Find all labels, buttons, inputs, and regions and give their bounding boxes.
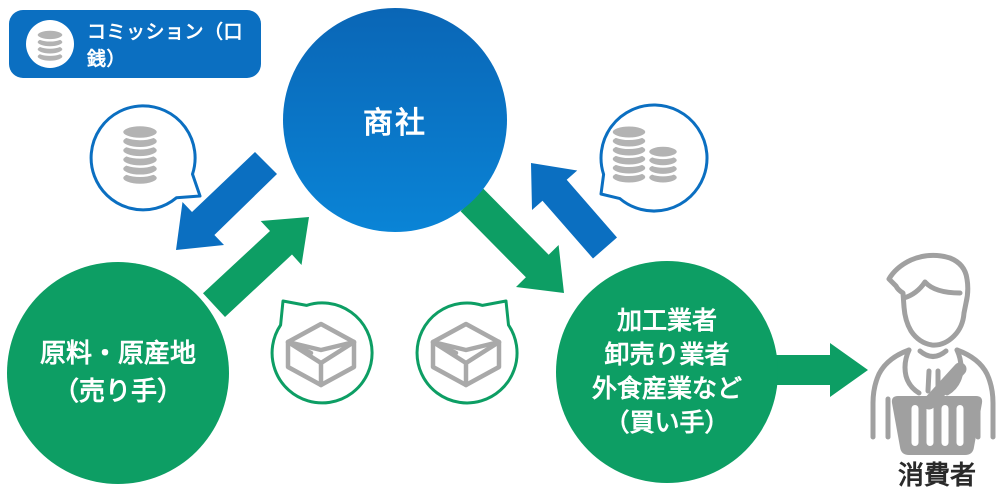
seller-label-line1: 原料・原産地 [39, 338, 196, 369]
basket-slot [941, 405, 949, 446]
basket-slot [926, 405, 934, 446]
package-box-icon [285, 321, 357, 388]
buyer-label-line3: 外食産業など [591, 375, 742, 403]
coin-stack-icon [26, 20, 74, 68]
node-trading-company: 商社 [283, 8, 507, 232]
package-box-icon [430, 321, 502, 388]
hairline [901, 279, 963, 301]
hood-collar-left [902, 347, 922, 396]
trading-company-label: 商社 [363, 107, 427, 140]
person-with-basket-icon [870, 252, 996, 455]
consumer-label: 消費者 [897, 460, 976, 488]
buyer-label-line2: 卸売り業者 [604, 341, 730, 369]
seller-label-line2: （売り手） [52, 376, 183, 406]
person-forearm [922, 362, 967, 410]
goods-bubble-left [270, 299, 374, 405]
arrow-commission-trader-to-seller [176, 152, 277, 250]
node-buyer: 加工業者 卸売り業者 外食産業など （買い手） [556, 261, 778, 483]
arrow-buyer-to-consumer [763, 343, 868, 397]
buyer-label-line1: 加工業者 [616, 307, 717, 335]
arrow-commission-buyer-to-trader [531, 163, 617, 259]
person-head [886, 252, 971, 348]
coin-stack-icon [120, 123, 160, 187]
person-right-shoulder [954, 347, 996, 440]
goods-bubble-right [415, 299, 519, 405]
buyer-label-line4: （買い手） [604, 409, 730, 437]
commission-badge: コミッション（口銭） [9, 10, 261, 78]
commission-bubble-right [599, 103, 709, 213]
arrow-goods-seller-to-trader [203, 217, 309, 317]
double-coin-stack-icon [610, 123, 680, 186]
person-left-shoulder [870, 347, 912, 440]
shopping-basket [891, 396, 983, 455]
node-seller: 原料・原産地 （売り手） [7, 262, 229, 484]
commission-bubble-left [89, 104, 202, 212]
commission-badge-label: コミッション（口銭） [87, 22, 244, 70]
basket-slot [911, 405, 919, 446]
basket-slot [956, 405, 964, 446]
neckline [917, 348, 949, 359]
arrow-goods-trader-to-buyer [460, 188, 564, 293]
